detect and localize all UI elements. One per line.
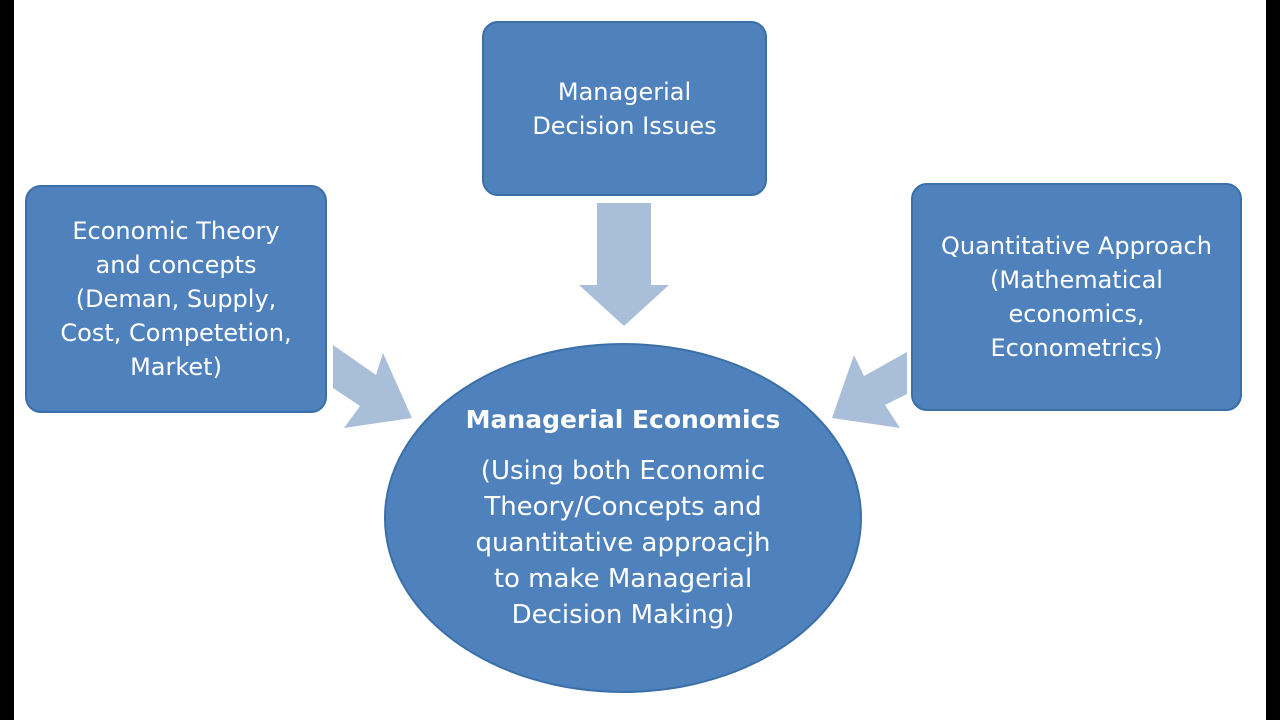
box-left-line: Market) <box>130 353 222 381</box>
box-right-line: Quantitative Approach <box>941 232 1212 260</box>
box-left-line: (Deman, Supply, <box>75 285 277 313</box>
center-body: (Using both Economic Theory/Concepts and… <box>476 453 771 633</box>
box-left-line: Cost, Competetion, <box>60 319 292 347</box>
managerial-economics-ellipse: Managerial Economics (Using both Economi… <box>384 343 862 693</box>
box-right-line: Econometrics) <box>990 334 1163 362</box>
center-line: to make Managerial <box>493 564 753 594</box>
center-line: (Using both Economic <box>480 456 766 486</box>
arrows-layer <box>333 203 907 428</box>
center-line: Decision Making) <box>511 600 735 630</box>
center-line: Theory/Concepts and <box>484 492 762 522</box>
diagram-canvas: Managerial Decision Issues Economic Theo… <box>14 0 1266 720</box>
center-line: quantitative approacjh <box>475 528 771 558</box>
economic-theory-box: Economic Theory and concepts (Deman, Sup… <box>25 185 327 413</box>
quantitative-approach-box: Quantitative Approach (Mathematical econ… <box>911 183 1242 411</box>
arrow-left-to-center <box>333 345 412 428</box>
box-top-line: Decision Issues <box>532 111 717 140</box>
arrow-top-to-center <box>579 203 669 326</box>
box-left-line: and concepts <box>95 251 257 279</box>
box-right-line: (Mathematical <box>990 266 1163 294</box>
box-left-line: Economic Theory <box>72 217 280 245</box>
arrow-right-to-center <box>832 352 907 428</box>
box-top-line: Managerial <box>557 77 692 106</box>
managerial-decision-issues-box: Managerial Decision Issues <box>482 21 767 196</box>
box-right-line: economics, <box>1008 300 1145 328</box>
center-title: Managerial Economics <box>465 405 781 434</box>
